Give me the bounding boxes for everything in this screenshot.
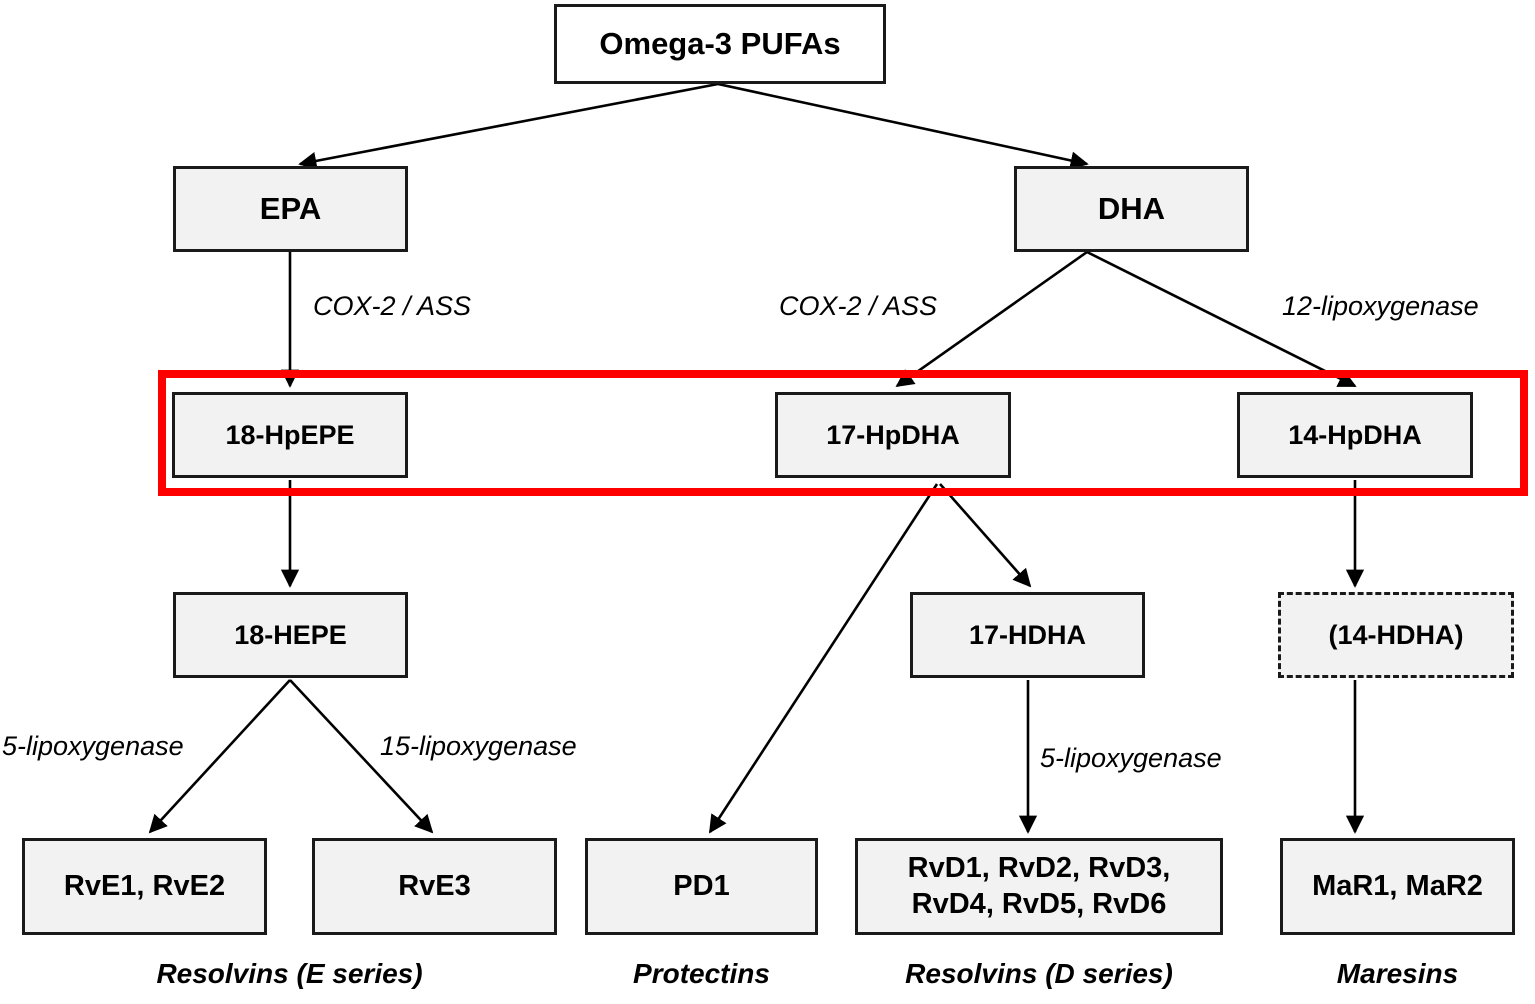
node-18-hepe[interactable]: 18-HEPE — [173, 592, 408, 678]
family-label-resolvins-d-series: Resolvins (D series) — [905, 958, 1173, 989]
enzyme-label-cox2-ass-dha: COX-2 / ASS — [779, 291, 938, 321]
family-label-resolvins-e-series: Resolvins (E series) — [156, 958, 423, 989]
family-label-maresins: Maresins — [1336, 958, 1459, 989]
edge-omega3-epa — [298, 82, 719, 170]
enzyme-label-cox2-ass-epa: COX-2 / ASS — [313, 291, 472, 321]
node-rve3[interactable]: RvE3 — [312, 838, 557, 935]
node-rve1-rve2[interactable]: RvE1, RvE2 — [22, 838, 267, 935]
node-epa[interactable]: EPA — [173, 166, 408, 252]
node-14-hdha[interactable]: (14-HDHA) — [1278, 592, 1514, 678]
node-mar1-mar2[interactable]: MaR1, MaR2 — [1280, 838, 1515, 935]
enzyme-label-12-lipoxygenase: 12-lipoxygenase — [1282, 291, 1479, 321]
node-18-hpepe[interactable]: 18-HpEPE — [172, 392, 408, 478]
node-14-hpdha[interactable]: 14-HpDHA — [1237, 392, 1473, 478]
edge-omega3-dha — [717, 82, 1089, 170]
edge-17hpdha-pd1 — [708, 483, 939, 834]
node-rvd-line-2: RvD4, RvD5, RvD6 — [911, 887, 1167, 920]
enzyme-label-5-lipoxygenase-d: 5-lipoxygenase — [1040, 743, 1222, 773]
node-17-hdha[interactable]: 17-HDHA — [910, 592, 1145, 678]
edge-17hpdha-17hdha — [939, 483, 1032, 588]
family-label-protectins: Protectins — [633, 958, 770, 989]
enzyme-label-5-lipoxygenase-e: 5-lipoxygenase — [2, 731, 184, 761]
node-pd1[interactable]: PD1 — [585, 838, 818, 935]
node-rvd-line-1: RvD1, RvD2, RvD3, — [907, 852, 1171, 885]
enzyme-label-15-lipoxygenase: 15-lipoxygenase — [380, 731, 577, 761]
node-omega-3-pufas[interactable]: Omega-3 PUFAs — [554, 4, 886, 84]
node-dha[interactable]: DHA — [1014, 166, 1249, 252]
node-resolvins-d-list[interactable]: RvD1, RvD2, RvD3, RvD4, RvD5, RvD6 — [855, 838, 1223, 935]
node-17-hpdha[interactable]: 17-HpDHA — [775, 392, 1011, 478]
